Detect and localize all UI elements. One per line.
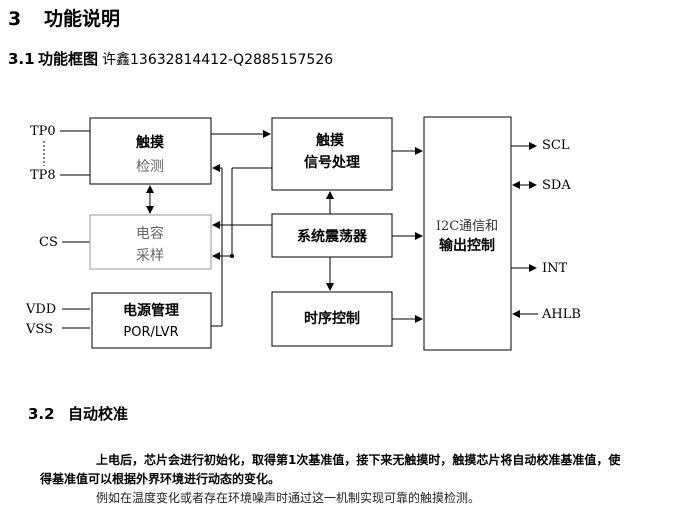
box-power [91,292,212,349]
pin-ahlb: AHLB [541,307,581,322]
pin-vss: VSS [25,322,53,337]
box-i2c [423,116,512,351]
timing-label: 时序控制 [304,310,360,327]
box-touch-detect [89,117,212,185]
pin-int: INT [542,261,568,276]
pin-cs: CS [39,235,58,250]
signal-line2: 信号处理 [304,154,360,171]
signal-line1: 触摸 [315,132,345,149]
subsection-number: 3.1 [8,50,35,68]
section-title: 功能说明 [44,8,121,30]
power-line1: 电源管理 [123,302,179,319]
paragraph-line-3: 例如在温度变化或者存在环境噪声时通过这一机制实现可靠的触摸检测。 [96,491,481,505]
paragraph-line-2: 得基准值可以根据外界环境进行动态的变化。 [40,472,281,486]
i2c-line1: I2C通信和 [436,219,498,234]
touch-detect-line1: 触摸 [135,134,165,151]
cap-sample-line2: 采样 [136,248,164,264]
box-signal-processing [271,117,393,191]
pin-tp0: TP0 [30,124,56,139]
box-oscillator [271,213,393,258]
section-heading: 3 功能说明 [8,4,120,31]
paragraph-line-1: 上电后，芯片会进行初始化，取得第1次基准值，接下来无触摸时，触摸芯片将自动校准基… [96,453,621,467]
calibration-paragraph: 上电后，芯片会进行初始化，取得第1次基准值，接下来无触摸时，触摸芯片将自动校准基… [40,451,680,508]
pin-vdd: VDD [25,302,56,317]
power-line2: POR/LVR [123,325,178,340]
block-diagram: TP0 TP8 CS VDD VSS 触摸 检测 电容 采样 电源管理 POR/… [25,116,581,351]
pin-tp8: TP8 [30,168,56,183]
i2c-line2: 输出控制 [439,237,495,254]
section-number: 3 [8,8,22,30]
contact-text: 许鑫13632814412-Q2885157526 [102,52,334,68]
junction-dot [230,254,234,258]
pin-sda: SDA [542,178,571,193]
pin-scl: SCL [542,138,570,153]
box-timing-control [271,291,393,347]
subsection-title: 功能框图 [38,50,99,68]
subsection-heading-calibration: 3.2 自动校准 [28,403,128,424]
touch-detect-line2: 检测 [136,159,164,175]
oscillator-label: 系统震荡器 [297,228,368,245]
cap-sample-line1: 电容 [136,225,164,242]
subsection-title-2: 自动校准 [68,405,129,423]
box-cap-sample [89,214,212,270]
subsection-number-2: 3.2 [28,405,55,423]
